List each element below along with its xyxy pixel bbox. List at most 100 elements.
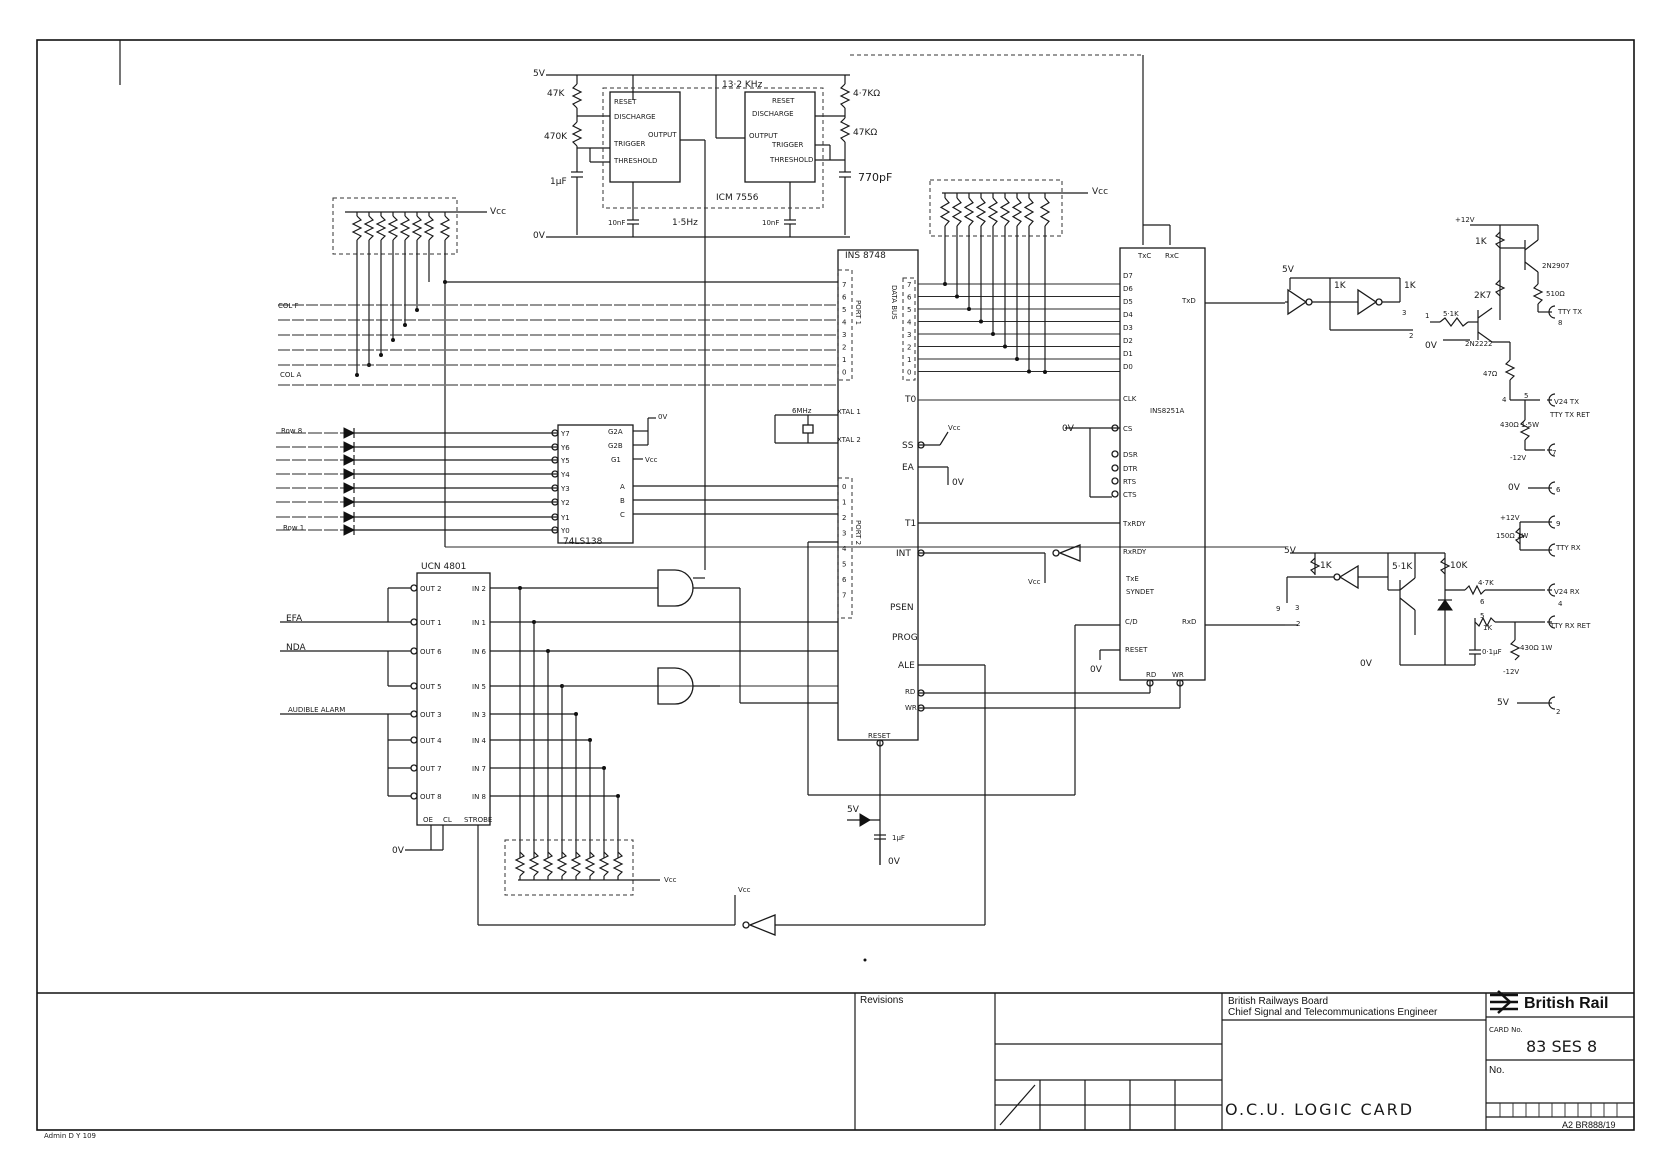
card-no-label: CARD No. xyxy=(1489,1026,1523,1034)
svg-text:STROBE: STROBE xyxy=(464,816,492,824)
svg-text:RD: RD xyxy=(905,688,915,696)
svg-text:7: 7 xyxy=(1552,449,1556,457)
port1-pin: 0 xyxy=(842,369,846,377)
engineer-name: Chief Signal and Telecommunications Engi… xyxy=(1228,1007,1438,1018)
svg-text:6: 6 xyxy=(1480,598,1485,606)
v24-rx-label: V24 RX xyxy=(1554,588,1580,596)
usart-data-pin: D0 xyxy=(1123,363,1133,371)
cs-ground-label: 0V xyxy=(1062,424,1075,434)
driver-out-pin: OUT 2 xyxy=(420,585,442,593)
efa-label: EFA xyxy=(286,614,303,624)
decoder-pin-y3: Y3 xyxy=(560,485,570,493)
card-number: 83 SES 8 xyxy=(1526,1037,1597,1056)
c10nf-a-label: 10nF xyxy=(608,219,625,227)
svg-text:WR: WR xyxy=(1172,671,1184,679)
svg-text:THRESHOLD: THRESHOLD xyxy=(769,156,813,164)
revisions-label: Revisions xyxy=(860,995,903,1006)
svg-text:9: 9 xyxy=(1556,520,1560,528)
svg-text:3: 3 xyxy=(1402,309,1406,317)
form-reference: A2 BR888/19 xyxy=(1562,1120,1616,1130)
rx-r1k-b-label: 1K xyxy=(1483,624,1492,632)
decoder-chip xyxy=(557,424,634,544)
british-rail-logo-icon xyxy=(1490,990,1518,1014)
tx-r1k-a-label: 1K xyxy=(1334,281,1347,291)
r47k-b-label: 4·7KΩ xyxy=(853,89,880,99)
svg-text:OUTPUT: OUTPUT xyxy=(749,132,778,140)
driver-resistor-pack: Vcc xyxy=(504,839,677,896)
databus-pin: 5 xyxy=(907,306,911,314)
svg-text:B: B xyxy=(620,497,625,505)
databus-pin: 7 xyxy=(907,281,911,289)
freq-13khz-label: 13·2 KHz xyxy=(722,80,763,90)
driver-out-pin: OUT 4 xyxy=(420,737,442,745)
svg-text:TxC: TxC xyxy=(1137,252,1151,260)
tty-rx-label: TTY RX xyxy=(1555,544,1581,552)
minus12-tx-label: -12V xyxy=(1510,454,1526,462)
keyboard-resistor-pack: Vcc xyxy=(332,197,506,255)
svg-text:RxC: RxC xyxy=(1165,252,1179,260)
nda-label: NDA xyxy=(286,643,307,653)
svg-text:RTS: RTS xyxy=(1123,478,1137,486)
driver-vcc-label: Vcc xyxy=(664,876,677,884)
reset-5v-label: 5V xyxy=(847,805,860,815)
r47kohm-label: 47KΩ xyxy=(853,128,877,138)
rx-cap-label: 0·1µF xyxy=(1482,648,1502,656)
svg-text:PROG: PROG xyxy=(892,633,918,643)
svg-text:C/D: C/D xyxy=(1125,618,1138,626)
tx-r1k-b-label: 1K xyxy=(1404,281,1417,291)
decoder-chip-label: 74LS138 xyxy=(563,537,603,547)
stray-dot xyxy=(863,958,867,962)
svg-text:TRIGGER: TRIGGER xyxy=(613,140,645,148)
driver-chip-label: UCN 4801 xyxy=(421,562,466,572)
tty-tx-ret-label: TTY TX RET xyxy=(1549,411,1591,419)
databus-pin: 2 xyxy=(907,344,911,352)
driver-in-pin: IN 3 xyxy=(472,711,486,719)
svg-text:RD: RD xyxy=(1146,671,1156,679)
port1-pin: 4 xyxy=(842,319,847,327)
timer-chip-label: ICM 7556 xyxy=(716,193,759,203)
svg-text:T1: T1 xyxy=(904,519,916,529)
databus-pin: 6 xyxy=(907,294,912,302)
svg-text:4: 4 xyxy=(1558,600,1563,608)
driver-in-pin: IN 4 xyxy=(472,737,487,745)
timer-b-chip xyxy=(744,91,816,183)
svg-text:INT: INT xyxy=(896,549,911,559)
rx-ground-label: 0V xyxy=(1360,659,1373,669)
tx-r47-label: 47Ω xyxy=(1483,370,1498,378)
databus-resistor-pack: Vcc xyxy=(929,179,1108,374)
r47k-label: 47K xyxy=(547,89,565,99)
svg-text:TxRDY: TxRDY xyxy=(1122,520,1146,528)
usart-chip xyxy=(1119,247,1206,681)
tx-r430-label: 430Ω 1·5W xyxy=(1500,421,1539,429)
plus12-rx-label: +12V xyxy=(1500,514,1520,522)
port1-pin: 2 xyxy=(842,344,846,352)
port1-pin: 1 xyxy=(842,356,846,364)
driver-in-pin: IN 1 xyxy=(472,619,486,627)
driver-ground-label: 0V xyxy=(392,846,405,856)
mcu-chip-label: INS 8748 xyxy=(845,251,886,261)
port2-pin: 7 xyxy=(842,592,846,600)
databus-pin: 3 xyxy=(907,331,911,339)
crystal-label: 6MHz xyxy=(792,407,812,415)
and-gate-upper xyxy=(657,569,838,704)
driver-out-pin: OUT 6 xyxy=(420,648,442,656)
decoder-pin-y0: Y0 xyxy=(560,527,570,535)
row-8-label: Row 8 xyxy=(281,427,302,435)
usart-data-pin: D7 xyxy=(1123,272,1133,280)
svg-text:Vcc: Vcc xyxy=(1028,578,1041,586)
rx-5v-label: 5V xyxy=(1284,546,1297,556)
freq-1hz-label: 1·5Hz xyxy=(672,218,698,228)
port2-pin: 2 xyxy=(842,514,846,522)
decoder-pin-y2: Y2 xyxy=(560,499,570,507)
keypad-vcc-label: Vcc xyxy=(490,207,506,217)
port2-pin: 1 xyxy=(842,499,846,507)
svg-text:CS: CS xyxy=(1123,425,1133,433)
port2-label: PORT 2 xyxy=(854,520,862,545)
svg-text:OUTPUT: OUTPUT xyxy=(648,131,677,139)
decoder-pin-y4: Y4 xyxy=(560,471,570,479)
c770pf-label: 770pF xyxy=(858,171,892,184)
reset-cap-label: 1µF xyxy=(892,834,905,842)
